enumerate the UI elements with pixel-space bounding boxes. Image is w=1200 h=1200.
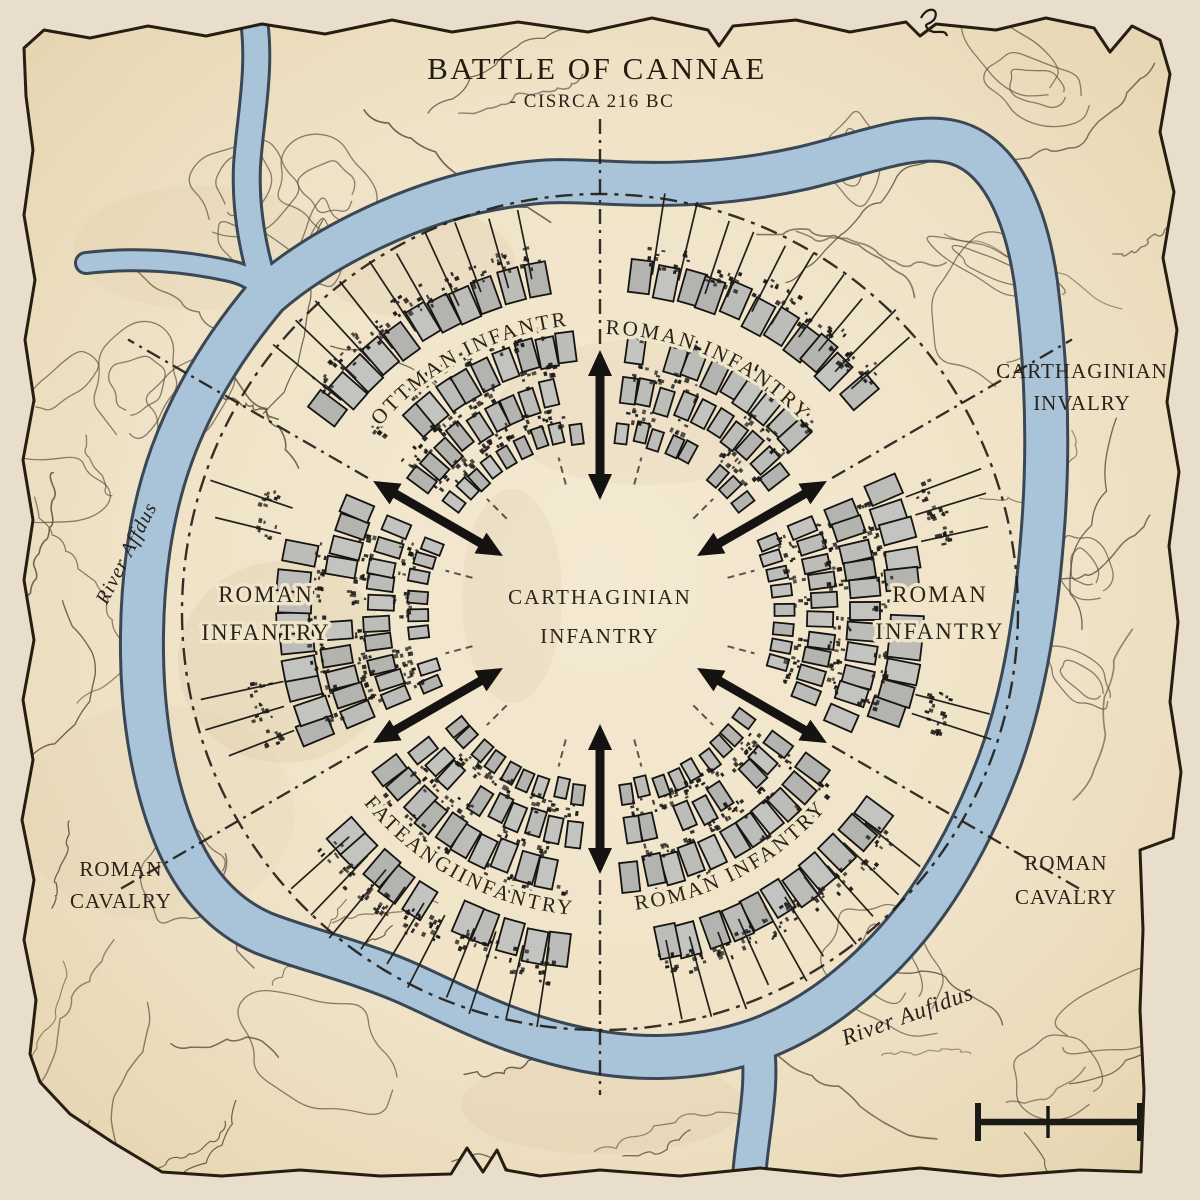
attack-arrow (588, 350, 612, 500)
parchment-sheet (22, 18, 1181, 1176)
sector-bottom-right (618, 706, 921, 1020)
sector-bottom-left (290, 714, 587, 1028)
attack-arrow (588, 724, 612, 874)
sector-top-right (613, 193, 910, 515)
title-text: BATTLE OF CANNAE (427, 51, 767, 86)
subtitle-text: - CISRCA 216 BC (510, 91, 675, 112)
attack-arrows (373, 350, 827, 874)
scale-bar (975, 1103, 1143, 1141)
attack-arrow (697, 481, 827, 556)
attack-arrow (373, 668, 503, 743)
roman-cavalry-right-label-line2: CAVALRY (1015, 885, 1117, 909)
sector-label-left-line1: ROMAN (218, 582, 314, 607)
map-title: BATTLE OF CANNAE - CISRCA 216 BC (427, 51, 767, 112)
center-label-line2: INFANTRY (540, 624, 659, 648)
sector-right (756, 467, 992, 741)
carthaginian-cavalry-label-line1: CARTHAGINIAN (996, 359, 1168, 383)
river (74, 18, 1070, 1176)
sector-label-left-line2: INFANTRY (201, 620, 330, 645)
roman-cavalry-left-label-line1: ROMAN (79, 857, 162, 881)
torn-border (20, 16, 1183, 1178)
ink-scribble (920, 8, 949, 37)
sector-divider-lines (116, 118, 1086, 1095)
attack-arrow (373, 481, 503, 556)
unit-formations (200, 193, 992, 1028)
center-label-line1: CARTHAGINIAN (508, 585, 692, 609)
sector-label-right-line2: INFANTRY (875, 619, 1004, 644)
roman-cavalry-right-label-line1: ROMAN (1024, 851, 1107, 875)
corner-labels: CARTHAGINIAN INVALRY ROMAN CAVALRY ROMAN… (70, 359, 1168, 913)
roman-cavalry-left-label-line2: CAVALRY (70, 889, 172, 913)
attack-arrow (697, 668, 827, 743)
sector-left (200, 479, 445, 757)
sector-label-right-line1: ROMAN (892, 582, 988, 607)
sector-top-left (272, 209, 585, 514)
carthaginian-cavalry-label-line2: INVALRY (1033, 391, 1131, 415)
outer-dashdot-circle (180, 192, 1020, 1032)
inner-dash-ticks (445, 457, 755, 767)
